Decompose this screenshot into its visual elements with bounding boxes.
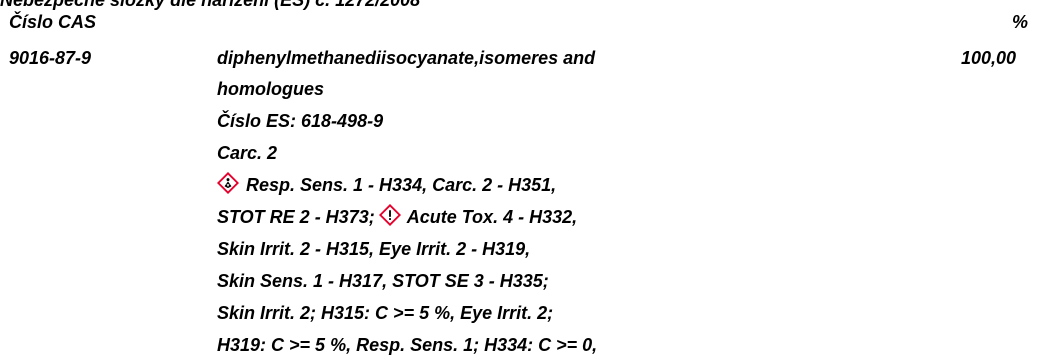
- column-header-percent: %: [1012, 12, 1029, 32]
- substance-name-line-1: diphenylmethanediisocyanate,isomeres and: [217, 48, 596, 68]
- clipped-heading: Nebezpečné složky dle nařízení (ES) č. 1…: [0, 0, 421, 10]
- limits-line-1: Skin Irrit. 2; H315: C >= 5 %, Eye Irrit…: [217, 303, 554, 323]
- hazard-text-2a: STOT RE 2 - H373;: [217, 207, 375, 227]
- substance-description: diphenylmethanediisocyanate,isomeres and…: [217, 47, 737, 361]
- ghs07-exclamation-mark-icon: [378, 204, 401, 226]
- es-number: Číslo ES: 618-498-9: [217, 111, 384, 131]
- percent-value: 100,00: [961, 48, 1017, 68]
- hazard-line-4: Skin Sens. 1 - H317, STOT SE 3 - H335;: [217, 271, 549, 291]
- hazard-text-2b: Acute Tox. 4 - H332,: [406, 207, 578, 227]
- substance-name-line-2: homologues: [217, 79, 324, 99]
- ghs08-health-hazard-icon: [217, 172, 239, 194]
- column-header-cas: Číslo CAS: [9, 12, 97, 32]
- hazard-line-3: Skin Irrit. 2 - H315, Eye Irrit. 2 - H31…: [217, 239, 531, 259]
- hazard-text-1: Resp. Sens. 1 - H334, Carc. 2 - H351,: [246, 175, 557, 195]
- classification: Carc. 2: [217, 143, 278, 163]
- hazard-line-2: STOT RE 2 - H373; Acute Tox. 4 - H332,: [217, 201, 737, 233]
- limits-line-2: H319: C >= 5 %, Resp. Sens. 1; H334: C >…: [217, 335, 598, 355]
- hazard-line-1: Resp. Sens. 1 - H334, Carc. 2 - H351,: [217, 169, 737, 201]
- cas-number: 9016-87-9: [9, 48, 92, 68]
